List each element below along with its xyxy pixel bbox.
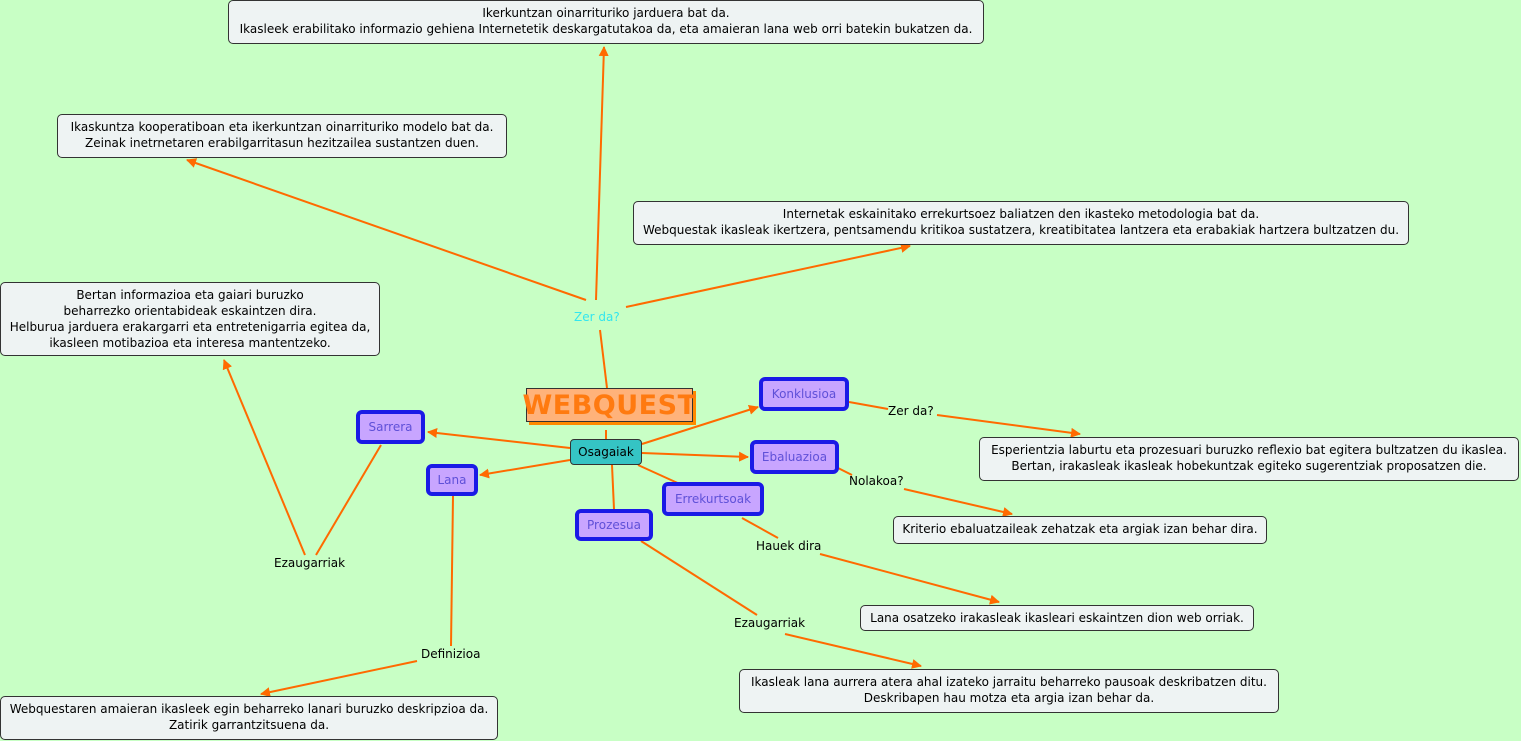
ebaluazioa-node[interactable]: Ebaluazioa	[750, 440, 839, 474]
prozesua-link-label: Ezaugarriak	[734, 616, 806, 630]
prozesua-node[interactable]: Prozesua	[575, 509, 653, 541]
osagaiak-node[interactable]: Osagaiak	[570, 439, 642, 465]
zer-da-label: Zer da?	[574, 310, 620, 324]
ebaluazioa-note[interactable]: Kriterio ebaluatzaileak zehatzak eta arg…	[893, 516, 1267, 544]
konklusioa-note[interactable]: Esperientzia laburtu eta prozesuari buru…	[979, 437, 1519, 481]
sarrera-note[interactable]: Bertan informazioa eta gaiari buruzko be…	[0, 282, 380, 356]
note-ikerkuntza[interactable]: Ikerkuntzan oinarrituriko jarduera bat d…	[228, 0, 984, 44]
errekurtsoak-note[interactable]: Lana osatzeko irakasleak ikasleari eskai…	[860, 605, 1254, 631]
konklusioa-link-label: Zer da?	[888, 404, 934, 418]
ebaluazioa-link-label: Nolakoa?	[849, 474, 904, 488]
lana-node[interactable]: Lana	[426, 464, 478, 496]
lana-note[interactable]: Webquestaren amaieran ikasleek egin beha…	[0, 696, 498, 740]
sarrera-link-label: Ezaugarriak	[274, 556, 346, 570]
link-to-note3	[625, 243, 911, 308]
link-to-note2	[186, 158, 587, 301]
errekurtsoak-node[interactable]: Errekurtsoak	[662, 482, 764, 516]
prozesua-note[interactable]: Ikasleak lana aurrera atera ahal izateko…	[739, 669, 1279, 713]
note-metodologia[interactable]: Internetak eskainitako errekurtsoez bali…	[633, 201, 1409, 245]
konklusioa-node[interactable]: Konklusioa	[759, 377, 849, 411]
sarrera-node[interactable]: Sarrera	[356, 410, 425, 444]
lana-link-label: Definizioa	[421, 647, 481, 661]
central-topic[interactable]: WEBQUEST	[522, 388, 697, 422]
link-to-note1	[595, 46, 609, 301]
errekurtsoak-link-label: Hauek dira	[756, 539, 822, 553]
note-ikaskuntza-kooperatiboa[interactable]: Ikaskuntza kooperatiboan eta ikerkuntzan…	[57, 114, 507, 158]
